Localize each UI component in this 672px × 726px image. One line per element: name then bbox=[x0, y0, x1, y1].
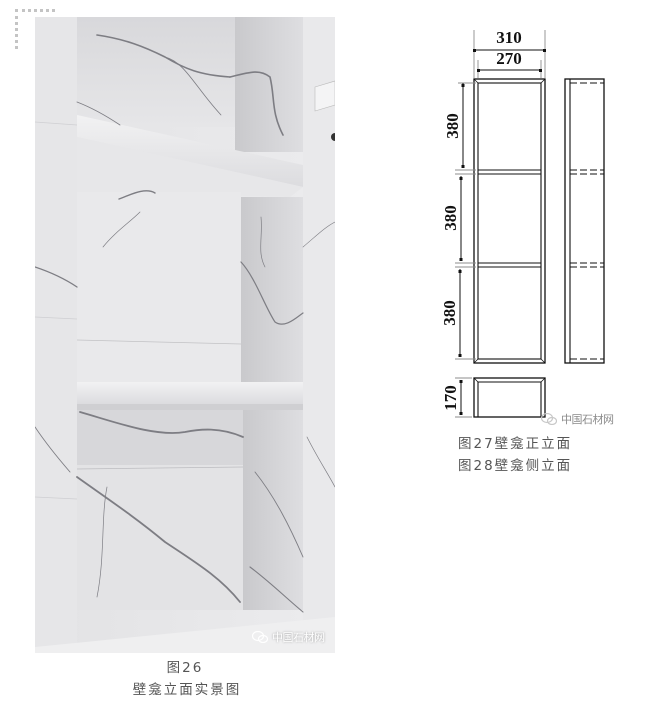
dim-outer-width: 310 bbox=[496, 28, 522, 47]
figure26-number: 图26 bbox=[166, 660, 204, 676]
dim-compartment-3: 380 bbox=[440, 300, 459, 326]
watermark-text: 中国石材网 bbox=[272, 631, 325, 644]
dim-compartment-1: 380 bbox=[443, 113, 462, 139]
figure26-title: 壁龛立面实景图 bbox=[132, 682, 242, 698]
wechat-icon bbox=[541, 413, 557, 425]
dim-compartment-2: 380 bbox=[441, 205, 460, 231]
figure27-caption: 图27壁龛正立面 bbox=[458, 436, 573, 452]
figure28-caption: 图28壁龛侧立面 bbox=[458, 458, 573, 474]
niche-photo: 中国石材网 bbox=[35, 17, 335, 653]
wechat-icon bbox=[252, 631, 268, 643]
dim-depth: 170 bbox=[441, 385, 460, 411]
marble-niche-illustration bbox=[35, 17, 335, 653]
dim-inner-width: 270 bbox=[496, 49, 522, 68]
niche-elevation-drawing: 310 270 380 380 380 170 bbox=[430, 10, 640, 420]
elevation-drawing-svg: 310 270 380 380 380 170 bbox=[440, 28, 605, 418]
watermark-photo: 中国石材网 bbox=[252, 629, 325, 645]
watermark-drawing: 中国石材网 bbox=[541, 411, 614, 427]
watermark-text: 中国石材网 bbox=[561, 413, 614, 426]
corner-decoration bbox=[15, 9, 55, 49]
